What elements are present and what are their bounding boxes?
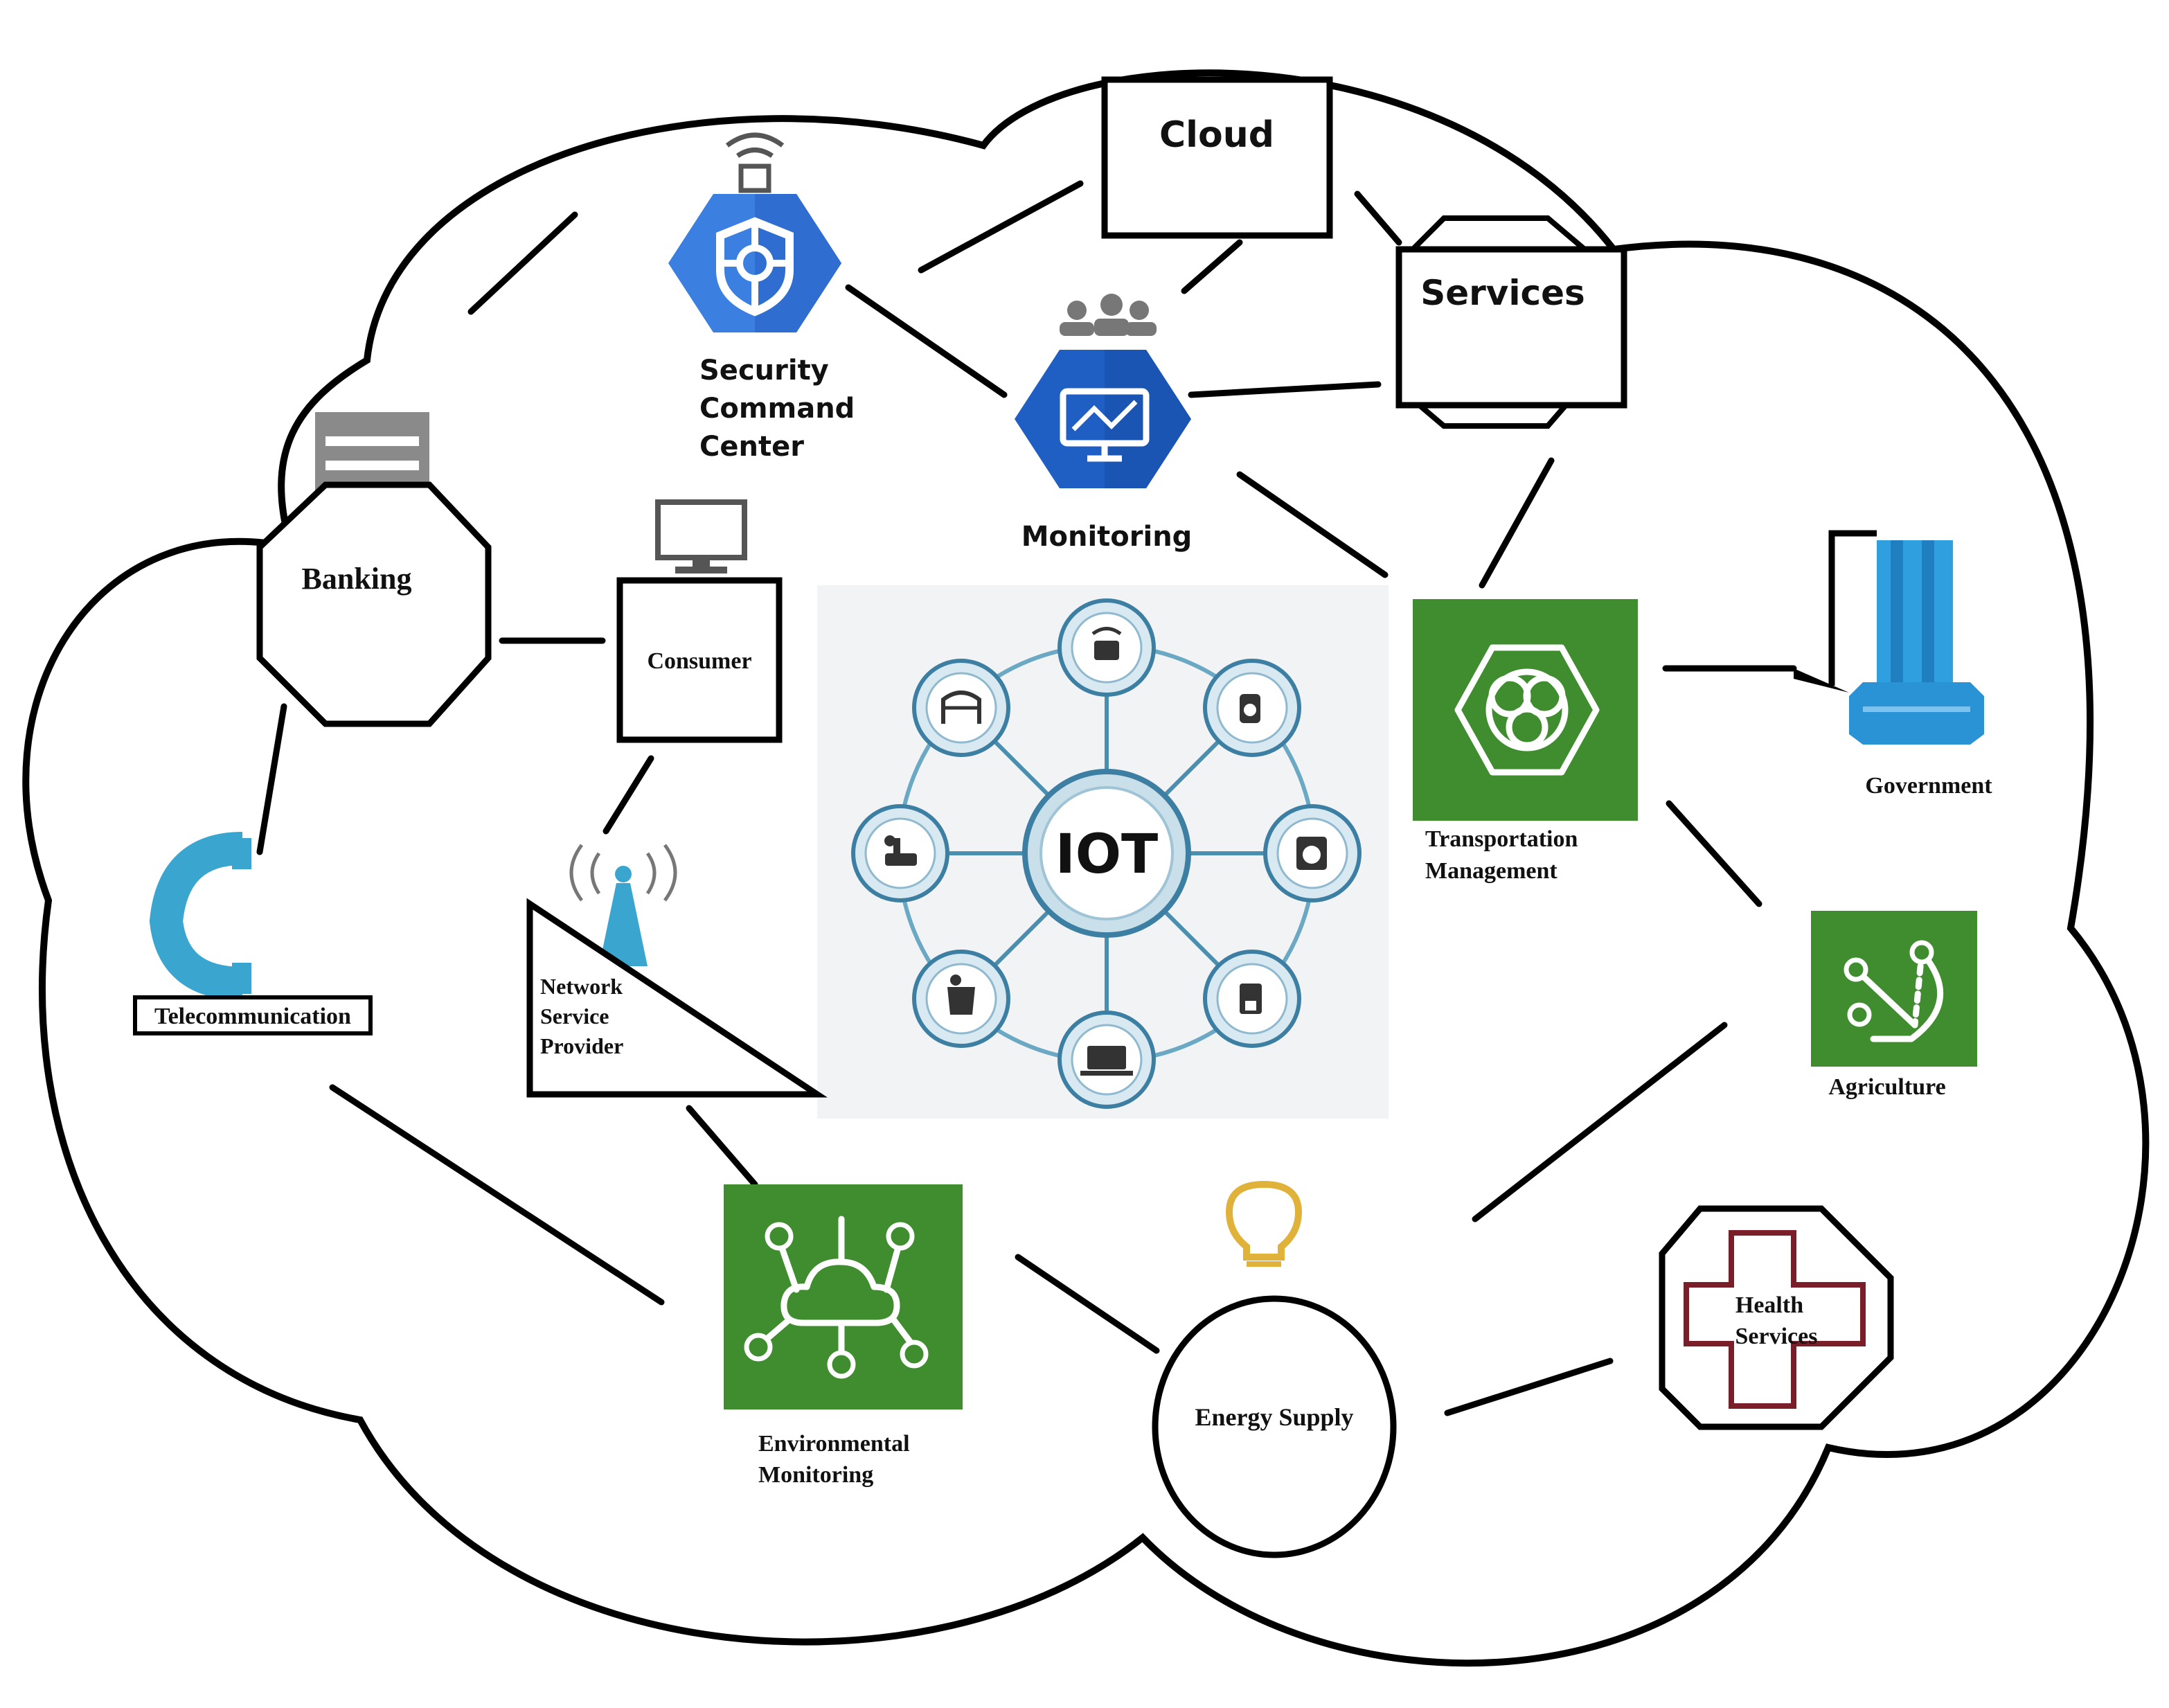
network-label-line2: Service [540, 1004, 609, 1029]
agriculture-icon [1811, 911, 1977, 1067]
cloud-network-icon [724, 1184, 963, 1409]
cloud-node: Cloud [1101, 76, 1333, 239]
transportation-label-line2: Management [1425, 858, 1557, 884]
security-label-line2: Command [699, 393, 855, 425]
telecommunication-label: Telecommunication [154, 1004, 351, 1029]
wifi-icon [725, 132, 785, 158]
people-icon [1060, 294, 1157, 336]
iot-hub: IOT [817, 585, 1389, 1119]
government-node: Government [1794, 530, 1992, 799]
iot-device-wifi [1057, 598, 1156, 697]
telecommunication-node: Telecommunication [133, 832, 373, 1035]
lightbulb-icon [1225, 1180, 1303, 1267]
environmental-label-line2: Monitoring [758, 1462, 873, 1488]
monitoring-label: Monitoring [1021, 521, 1193, 553]
iot-device-washer [1263, 804, 1362, 902]
security-label-line3: Center [699, 431, 804, 463]
bank-icon [315, 412, 429, 495]
energy-label: Energy Supply [1195, 1403, 1353, 1431]
consumer-label: Consumer [647, 648, 751, 674]
banking-node: Banking [256, 412, 492, 727]
government-building-icon [1794, 530, 1984, 745]
network-label-line3: Provider [540, 1033, 623, 1058]
iot-device-coffee [1203, 950, 1301, 1048]
iot-device-speaker [1203, 659, 1301, 757]
monitor-icon [655, 499, 747, 573]
energy-supply-node: Energy Supply [1152, 1180, 1397, 1558]
iot-device-car [912, 659, 1010, 757]
transportation-label-line1: Transportation [1425, 826, 1578, 852]
monitoring-node: Monitoring [1015, 294, 1192, 553]
iot-device-kettle [912, 950, 1010, 1048]
network-service-provider-node: Network Service Provider [526, 844, 828, 1098]
services-node: Services [1395, 215, 1627, 429]
security-label-line1: Security [699, 355, 829, 386]
environmental-label-line1: Environmental [758, 1431, 910, 1457]
network-label-line1: Network [540, 974, 623, 999]
iot-device-machine [851, 804, 949, 902]
services-label: Services [1420, 273, 1585, 313]
medical-cross-icon [1684, 1230, 1866, 1409]
iot-center: IOT [1022, 769, 1191, 938]
iot-label: IOT [1055, 824, 1159, 886]
cloud-label: Cloud [1159, 114, 1274, 156]
security-command-center-icon [668, 194, 841, 332]
monitoring-icon [1015, 350, 1191, 488]
security-command-center-node: Security Command Center [668, 132, 855, 463]
consumer-node: Consumer [616, 499, 783, 743]
iot-device-laptop [1057, 1011, 1156, 1109]
agriculture-node: Agriculture [1811, 911, 1977, 1100]
health-services-node: Health Services [1659, 1205, 1894, 1430]
agriculture-label: Agriculture [1828, 1074, 1945, 1100]
transportation-icon [1413, 599, 1638, 821]
connector-lines [256, 180, 1797, 1416]
telecom-icon [149, 832, 251, 1000]
health-label-line1: Health [1735, 1292, 1803, 1318]
environmental-monitoring-node: Environmental Monitoring [724, 1184, 963, 1488]
government-label: Government [1865, 773, 1992, 799]
health-label-line2: Services [1735, 1324, 1818, 1349]
banking-label: Banking [302, 562, 412, 596]
transportation-node: Transportation Management [1413, 599, 1638, 884]
antenna-icon [569, 844, 677, 966]
